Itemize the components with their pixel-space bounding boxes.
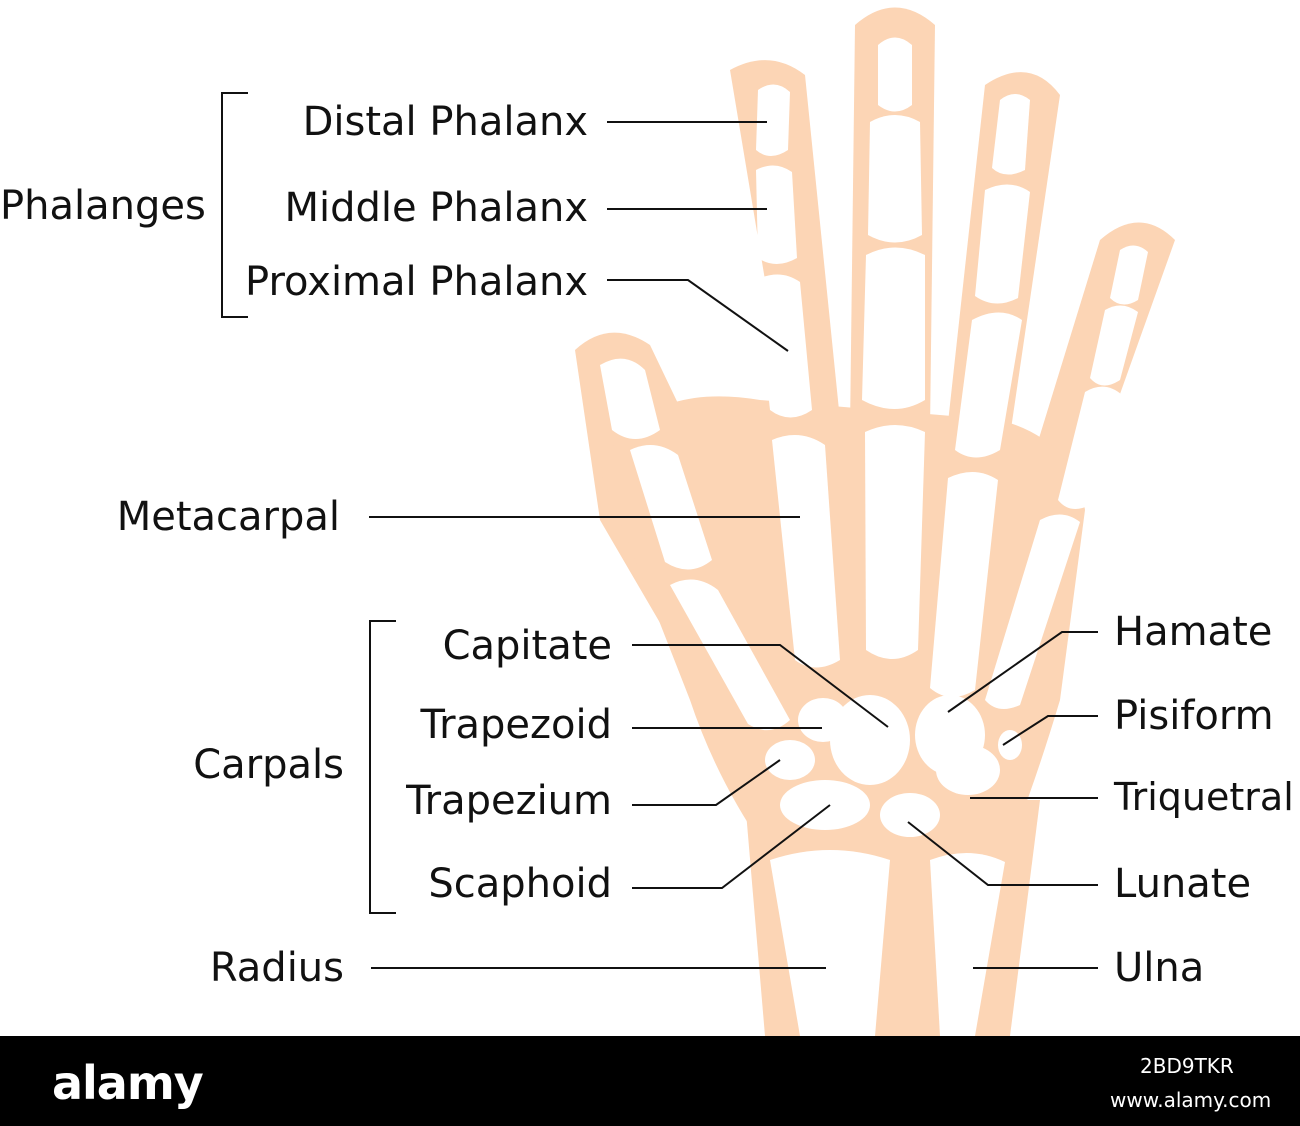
hand-diagram: Phalanges Distal Phalanx Middle Phalanx …: [0, 7, 1294, 1036]
distal-phalanx-label: Distal Phalanx: [302, 99, 588, 145]
pisiform-label: Pisiform: [1114, 693, 1274, 739]
trapezoid-label: Trapezoid: [420, 702, 612, 748]
scaphoid-leader: [632, 804, 831, 889]
leader-lines: [369, 121, 1098, 969]
ulna-label: Ulna: [1114, 945, 1205, 991]
trapezium-label: Trapezium: [406, 778, 612, 824]
carpals-bracket: [369, 620, 396, 914]
watermark-footer: alamy 2BD9TKR www.alamy.com: [0, 1036, 1300, 1126]
pisiform-leader: [1002, 715, 1098, 746]
hand-illustration: [221, 7, 1175, 1036]
brackets: [221, 92, 396, 914]
capitate-label: Capitate: [442, 623, 612, 669]
middle-phalanx-label: Middle Phalanx: [284, 185, 588, 231]
proximal-phalanx-leader: [607, 279, 789, 352]
lunate-leader: [907, 821, 1098, 886]
capitate-leader: [632, 644, 889, 728]
phalanges-bracket: [221, 92, 248, 318]
hamate-leader: [947, 631, 1098, 713]
lunate-label: Lunate: [1114, 861, 1252, 907]
site-url: www.alamy.com: [1110, 1088, 1272, 1112]
phalanges-label: Phalanges: [0, 183, 206, 229]
trapezium-leader: [632, 759, 781, 806]
proximal-phalanx-label: Proximal Phalanx: [245, 259, 588, 305]
radius-label: Radius: [209, 945, 344, 991]
image-id: 2BD9TKR: [1140, 1054, 1234, 1078]
scaphoid-label: Scaphoid: [428, 861, 612, 907]
alamy-logo: alamy: [52, 1056, 204, 1110]
triquetral-label: Triquetral: [1114, 775, 1294, 819]
carpals-label: Carpals: [193, 742, 344, 788]
metacarpal-label: Metacarpal: [116, 494, 340, 540]
hamate-label: Hamate: [1114, 609, 1273, 655]
bones: [600, 37, 1148, 1036]
